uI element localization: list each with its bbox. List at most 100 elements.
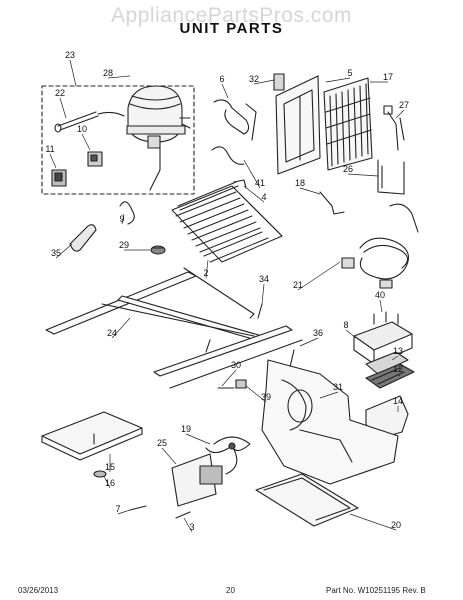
fan-motor-bracket (171, 453, 223, 507)
leader-line-28 (107, 75, 131, 79)
heater-part (387, 111, 405, 151)
footer-date: 03/26/2013 (18, 586, 59, 595)
callout-29: 29 (119, 240, 129, 250)
callout-2: 2 (203, 268, 208, 278)
callout-3: 3 (189, 522, 194, 532)
callout-40: 40 (375, 290, 385, 300)
page-title: UNIT PARTS (179, 20, 284, 37)
cover-part (51, 169, 67, 187)
plug-part (69, 224, 97, 252)
callout-4: 4 (261, 192, 266, 202)
leader-line-11 (49, 153, 57, 169)
callout-39: 39 (261, 392, 271, 402)
leader-line-4 (243, 185, 265, 203)
callout-10: 10 (77, 124, 87, 134)
leader-line-7 (117, 509, 131, 515)
compressor (126, 85, 191, 149)
callout-15: 15 (105, 462, 115, 472)
drip-tray (41, 411, 143, 461)
overload-part (54, 111, 125, 133)
callout-34: 34 (259, 274, 269, 284)
leader-line-3 (183, 517, 193, 533)
callout-13: 13 (393, 346, 403, 356)
leader-line-19 (185, 433, 211, 445)
relay-part (87, 151, 103, 167)
compressor-group-box (41, 85, 195, 195)
callout-5: 5 (347, 68, 352, 78)
condenser-fan (205, 436, 251, 475)
leader-line-34 (261, 283, 265, 305)
drain-pan (255, 473, 359, 527)
tubing-part (213, 99, 250, 135)
leader-line-30 (221, 369, 237, 387)
callout-23: 23 (65, 50, 75, 60)
callout-32: 32 (249, 74, 259, 84)
callout-24: 24 (107, 328, 117, 338)
leader-line-23 (69, 59, 77, 87)
leader-line-12 (397, 373, 401, 377)
leader-line-8 (345, 329, 357, 339)
base-rails (45, 267, 303, 389)
callout-6: 6 (219, 74, 224, 84)
control-board (365, 363, 415, 389)
leader-line-18 (299, 187, 321, 195)
leader-line-25 (161, 447, 177, 465)
condenser-coil (171, 181, 283, 263)
callout-31: 31 (333, 382, 343, 392)
wire-harness (341, 203, 419, 289)
callout-9: 9 (119, 214, 124, 224)
leader-line-41 (243, 159, 261, 189)
callout-35: 35 (51, 248, 61, 258)
leader-line-26 (347, 173, 379, 177)
callout-41: 41 (255, 178, 265, 188)
leader-line-5 (325, 77, 351, 83)
machine-base (261, 359, 399, 485)
leader-line-16 (103, 475, 111, 489)
relay-board (365, 351, 409, 375)
leader-line-36 (299, 337, 319, 347)
callout-36: 36 (313, 328, 323, 338)
leader-line-9 (121, 213, 125, 225)
watermark: AppliancePartsPros.com (111, 4, 352, 27)
callout-27: 27 (399, 100, 409, 110)
grommet-part (150, 245, 166, 255)
callout-8: 8 (343, 320, 348, 330)
leader-line-22 (59, 97, 67, 119)
callout-11: 11 (45, 144, 54, 154)
callout-17: 17 (383, 72, 393, 82)
drain-wire (319, 191, 345, 215)
callout-18: 18 (295, 178, 305, 188)
evaporator-coil (323, 77, 373, 171)
callout-20: 20 (391, 520, 401, 530)
shroud-part (275, 75, 321, 175)
leader-line-40 (379, 299, 383, 313)
callout-30: 30 (231, 360, 241, 370)
leader-line-35 (55, 243, 73, 259)
leader-line-10 (81, 133, 91, 151)
callout-25: 25 (157, 438, 167, 448)
leader-line-32 (253, 79, 275, 85)
defrost-heater (377, 159, 405, 195)
clip-part (273, 73, 285, 91)
tube-part (211, 146, 245, 165)
callout-12: 12 (393, 364, 403, 374)
leader-line-31 (319, 391, 339, 399)
callout-19: 19 (181, 424, 191, 434)
footer-part-number: Part No. W10251195 Rev. B (326, 586, 426, 595)
leader-line-24 (111, 317, 131, 339)
callout-26: 26 (343, 164, 353, 174)
callout-28: 28 (103, 68, 113, 78)
callout-7: 7 (115, 504, 120, 514)
callout-14: 14 (393, 396, 403, 406)
leader-line-13 (391, 355, 399, 361)
footer-page-number: 20 (226, 586, 235, 595)
leader-line-20 (349, 513, 397, 531)
leader-line-21 (297, 261, 341, 291)
leader-line-39 (245, 385, 267, 403)
leader-line-6 (221, 83, 229, 99)
leader-line-27 (395, 109, 405, 119)
callout-21: 21 (293, 280, 303, 290)
callout-22: 22 (55, 88, 65, 98)
